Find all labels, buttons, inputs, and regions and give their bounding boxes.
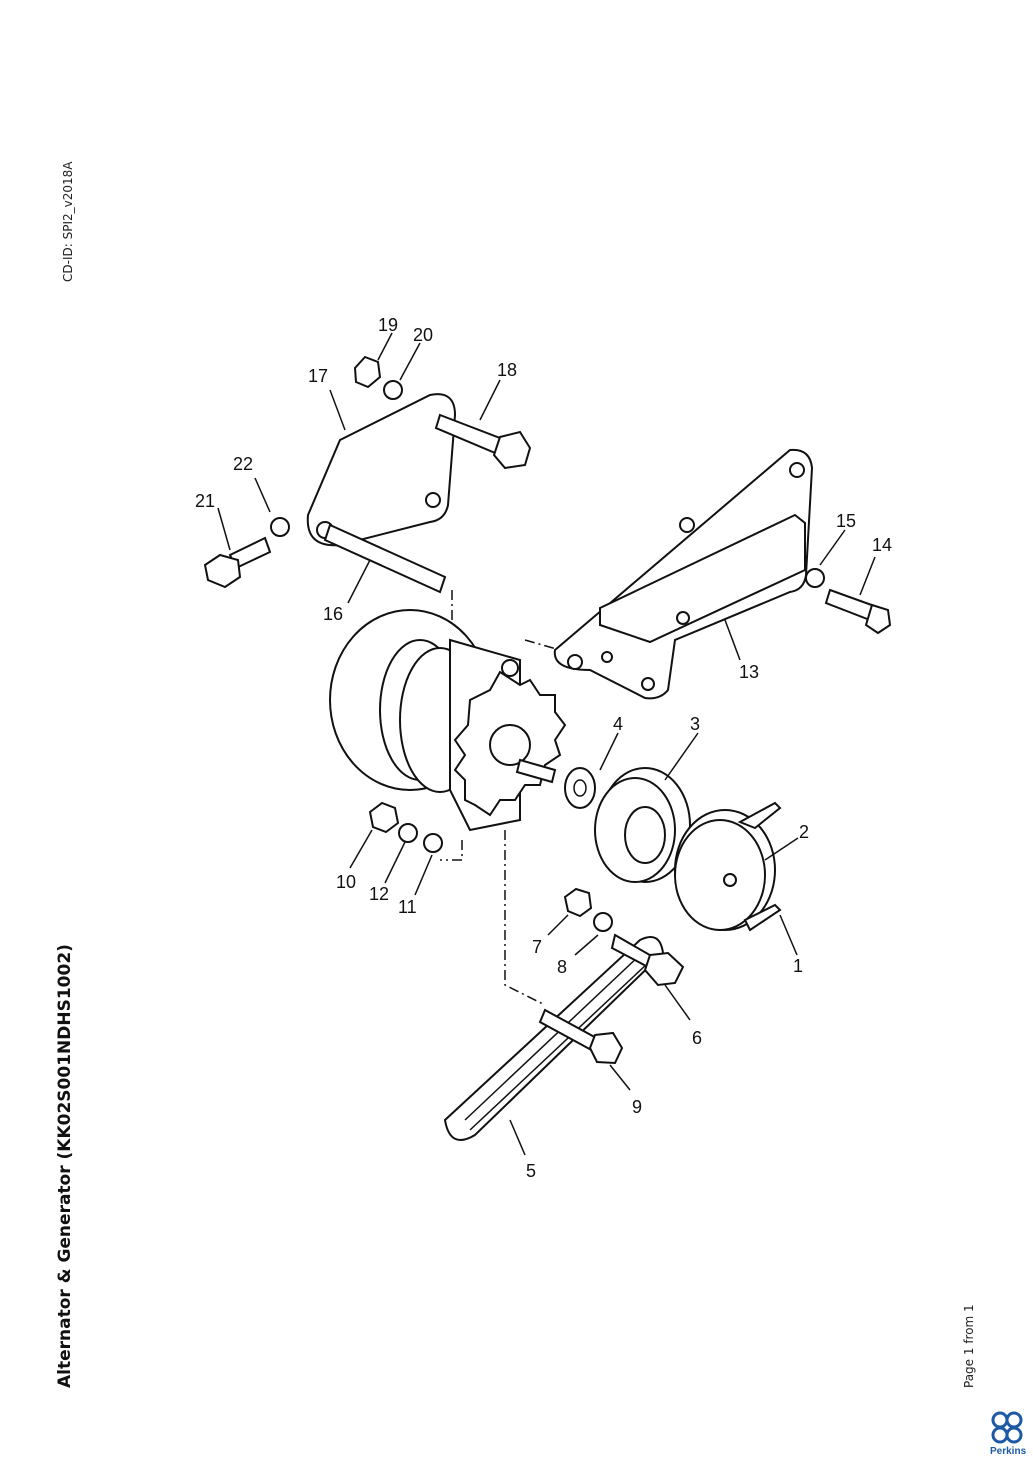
washer-part-12 (398, 823, 418, 843)
callout-12: 12 (369, 884, 389, 904)
callout-6: 6 (692, 1028, 702, 1048)
callout-16: 16 (323, 604, 343, 624)
callout-11: 11 (398, 897, 417, 917)
bolt-head-part-14 (864, 603, 892, 635)
callout-8: 8 (557, 957, 567, 977)
callout-13: 13 (739, 662, 759, 682)
washer-part-11 (423, 833, 443, 853)
callout-20: 20 (413, 325, 433, 345)
alternator-part (329, 609, 567, 832)
bolt-part-21 (203, 536, 272, 589)
nut-part-7 (563, 887, 593, 918)
assembly-line-10 (440, 840, 463, 861)
callout-3: 3 (690, 714, 700, 734)
callout-19: 19 (378, 315, 398, 335)
callout-22: 22 (233, 454, 253, 474)
upper-bracket-part (306, 393, 457, 547)
callout-17: 17 (308, 366, 328, 386)
leader-lines (217, 332, 876, 1156)
callout-4: 4 (613, 714, 623, 734)
callout-5: 5 (526, 1161, 536, 1181)
perkins-logo-icon (991, 1411, 1023, 1444)
brand-name: Perkins (990, 1446, 1027, 1457)
washer-part-4 (564, 767, 596, 809)
callout-9: 9 (632, 1097, 642, 1117)
bolt-head-part-6 (643, 951, 685, 987)
assembly-line-5 (504, 830, 546, 1006)
main-bracket-part (553, 448, 814, 700)
pulley-part-3 (594, 767, 691, 883)
washer-part-8 (593, 912, 613, 932)
washer-part-20 (383, 380, 403, 400)
washer-part-22 (270, 517, 290, 537)
bolt-head-part-9 (588, 1031, 624, 1065)
nut-part-19 (353, 355, 382, 389)
bolt-part-18 (434, 413, 532, 470)
callout-7: 7 (532, 937, 542, 957)
callout-18: 18 (497, 360, 517, 380)
callout-2: 2 (799, 822, 809, 842)
washer-part-15 (805, 568, 825, 588)
callout-21: 21 (195, 491, 215, 511)
nut-part-10 (368, 801, 400, 834)
callout-15: 15 (836, 511, 856, 531)
callout-1: 1 (793, 956, 803, 976)
fan-belt-part (674, 801, 782, 932)
callout-14: 14 (872, 535, 892, 555)
stud-part-16 (323, 523, 447, 594)
callout-10: 10 (336, 872, 356, 892)
adjusting-strap-part (443, 936, 665, 1141)
